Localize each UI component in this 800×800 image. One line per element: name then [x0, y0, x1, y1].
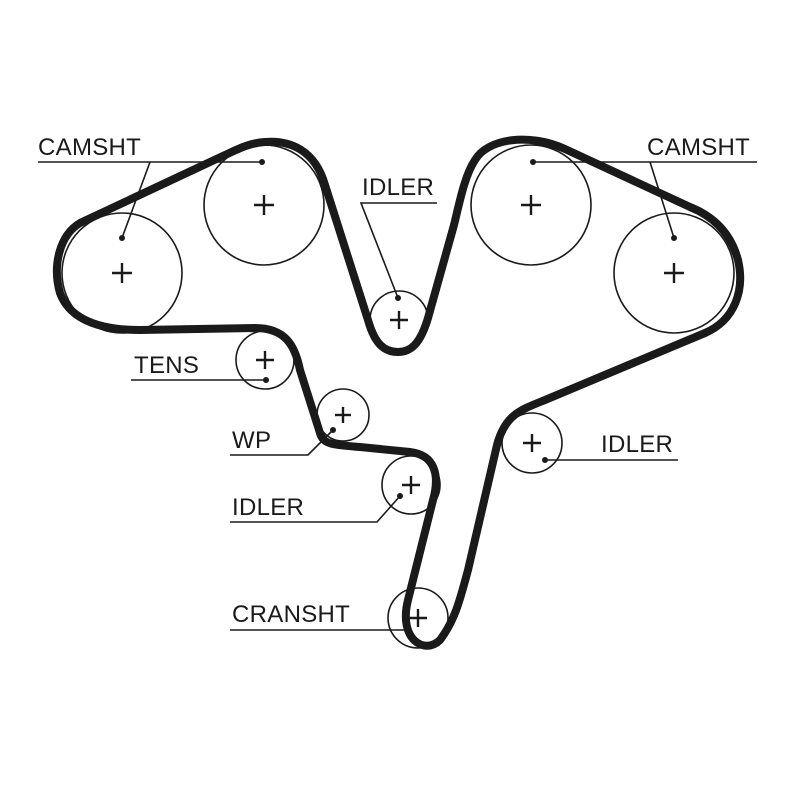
label-crankshaft: CRANSHT — [232, 601, 350, 628]
tensioner-leader — [131, 377, 269, 383]
timing-belt — [53, 135, 745, 650]
water-pump-leader — [230, 427, 336, 456]
tensioner-pulley — [235, 330, 295, 390]
label-water-pump: WP — [232, 427, 271, 454]
label-idler-lower-left: IDLER — [232, 494, 304, 521]
water-pump-pulley — [316, 388, 370, 442]
camshaft-right-outer-pulley — [613, 212, 735, 334]
label-idler-right: IDLER — [601, 431, 673, 458]
idler-lower-left-leader — [230, 493, 403, 523]
label-camshaft-left: CAMSHT — [38, 134, 141, 161]
crankshaft-pulley — [387, 587, 449, 649]
idler-lower-left-pulley — [381, 455, 441, 515]
idler-top-pulley — [369, 290, 429, 350]
idler-right-pulley — [501, 412, 563, 474]
camshaft-left-outer-pulley — [61, 212, 183, 334]
idler-top-leader — [359, 202, 437, 301]
camshaft-left-inner-pulley — [203, 144, 325, 266]
idler-right-leader — [542, 457, 678, 463]
camshaft-right-leader — [530, 159, 757, 241]
camshaft-left-leader — [38, 159, 265, 241]
label-tensioner: TENS — [134, 352, 199, 379]
label-idler-top: IDLER — [362, 174, 434, 201]
crankshaft-leader — [230, 627, 410, 633]
label-camshaft-right: CAMSHT — [647, 134, 750, 161]
camshaft-right-inner-pulley — [470, 144, 592, 266]
